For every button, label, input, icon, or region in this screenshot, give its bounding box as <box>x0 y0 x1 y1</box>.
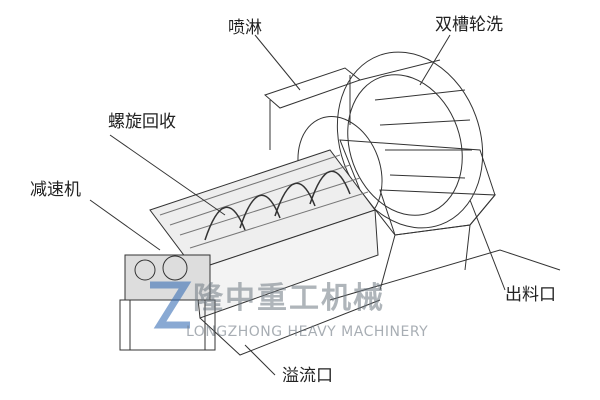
label-double-wheel-wash: 双槽轮洗 <box>435 15 503 35</box>
reducer <box>119 254 216 351</box>
logo <box>150 281 192 329</box>
label-spiral-recovery: 螺旋回收 <box>108 112 176 132</box>
spiral-cage <box>149 149 379 319</box>
wash-wheel <box>297 51 484 229</box>
label-overflow-port: 溢流口 <box>282 366 333 386</box>
label-reducer: 减速机 <box>30 180 81 200</box>
label-discharge-port: 出料口 <box>505 285 556 305</box>
spray-frame <box>264 67 362 150</box>
leader-lines <box>89 34 506 376</box>
label-spray: 喷淋 <box>228 18 262 38</box>
watermark-english: LONGZHONG HEAVY MACHINERY <box>186 324 429 340</box>
watermark-chinese: 隆中重工机械 <box>193 281 385 316</box>
base-frame <box>199 299 381 356</box>
